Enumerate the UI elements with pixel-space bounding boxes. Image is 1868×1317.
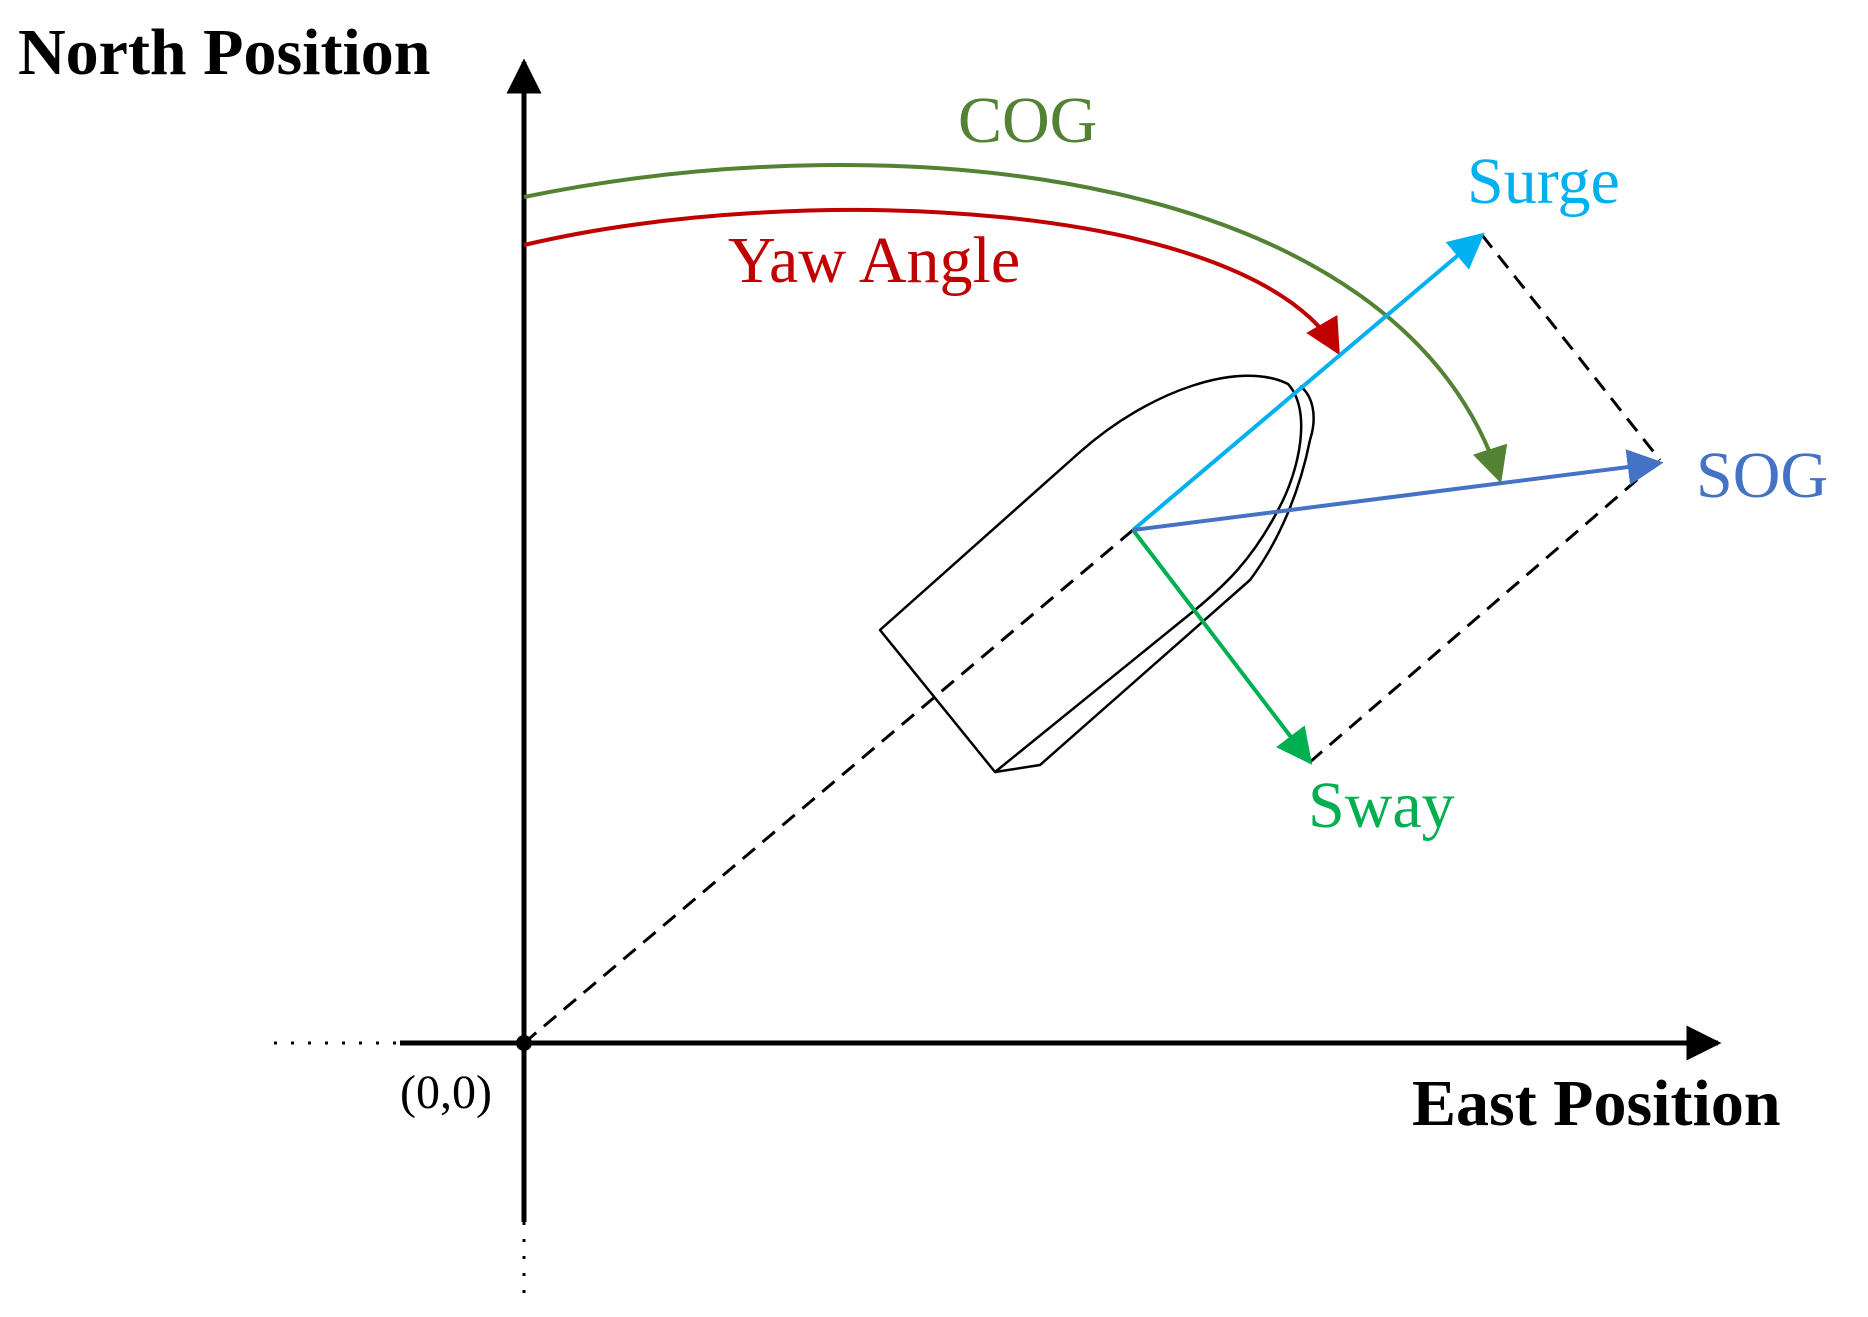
sog-vector (1132, 449, 1664, 532)
cog-label: COG (958, 84, 1097, 157)
surge-vector (1131, 232, 1485, 532)
sway-to-sog-dashed (1309, 458, 1661, 764)
yaw-angle-label: Yaw Angle (728, 224, 1020, 297)
sway-vector (1131, 528, 1313, 765)
north-axis-label: North Position (18, 16, 431, 89)
sog-label: SOG (1696, 439, 1828, 512)
origin-to-ship-dashed (523, 528, 1134, 1045)
surge-to-sog-dashed (1480, 234, 1662, 461)
sway-label: Sway (1308, 769, 1455, 842)
origin-label: (0,0) (400, 1066, 492, 1119)
ship-hull (878, 374, 1315, 774)
east-axis-label: East Position (1412, 1067, 1781, 1140)
yaw-angle-arc (523, 208, 1340, 356)
cog-arc (523, 163, 1508, 484)
surge-label: Surge (1467, 145, 1620, 218)
